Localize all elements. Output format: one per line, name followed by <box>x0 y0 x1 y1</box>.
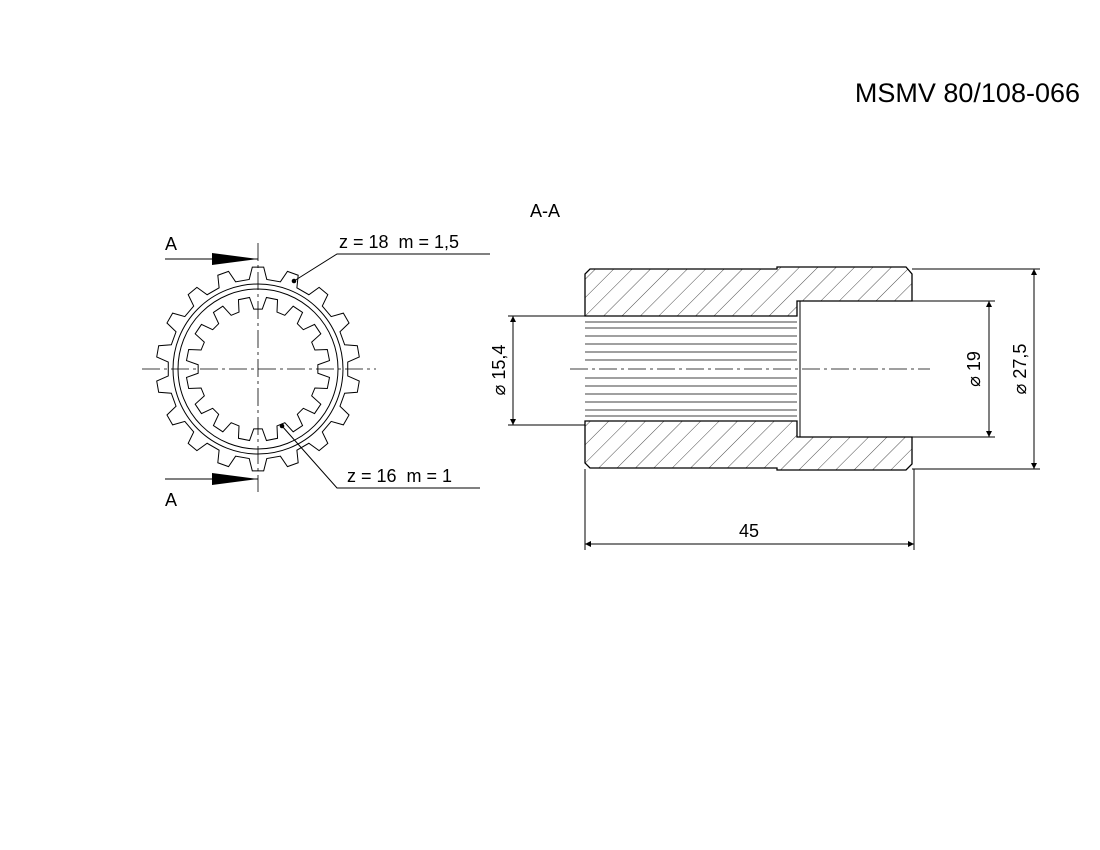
section-label: A-A <box>530 201 560 221</box>
internal-spline-lines <box>585 321 797 417</box>
outer-spline-profile <box>156 266 360 472</box>
cut-arrow-top <box>212 253 258 265</box>
inner-spline-profile <box>185 296 331 442</box>
inner-spline-note: z = 16 m = 1 <box>347 466 452 486</box>
part-number: MSMV 80/108-066 <box>855 78 1080 108</box>
section-wall-bottom <box>584 420 913 471</box>
outer-spline-note: z = 18 m = 1,5 <box>339 232 459 252</box>
cut-label-top: A <box>165 234 177 254</box>
front-view: A A z = 18 m = 1,5 z = 16 m = 1 <box>142 232 490 510</box>
leader-outer <box>293 253 490 282</box>
dim-bore-plain: ⌀ 19 <box>964 351 984 387</box>
dim-bore-spline: ⌀ 15,4 <box>489 345 509 396</box>
dim-outer: ⌀ 27,5 <box>1010 344 1030 395</box>
leader-inner <box>281 425 480 489</box>
cut-label-bottom: A <box>165 490 177 510</box>
cut-arrow-bottom <box>212 473 258 485</box>
section-wall-top <box>584 266 913 317</box>
dim-length: 45 <box>739 521 759 541</box>
section-view: ⌀ 15,4 ⌀ 19 ⌀ 27,5 45 <box>489 266 1040 550</box>
